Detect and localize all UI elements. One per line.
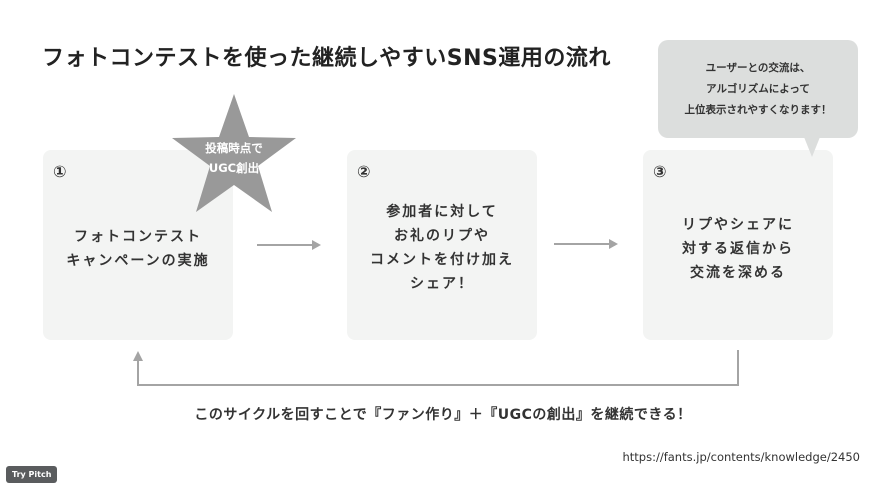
page-title: フォトコンテストを使った継続しやすいSNS運用の流れ [42, 46, 611, 71]
speech-bubble: ユーザーとの交流は、 アルゴリズムによって 上位表示されやすくなります！ [658, 40, 858, 138]
step-text: リプやシェアに 対する返信から 交流を深める [682, 217, 794, 281]
step-number: ② [357, 162, 371, 181]
step-card-3: ③ リプやシェアに 対する返信から 交流を深める [643, 150, 833, 340]
step-number: ③ [653, 162, 667, 181]
star-shape [172, 94, 296, 212]
step-text: フォトコンテスト キャンペーンの実施 [66, 229, 210, 269]
step-text: 参加者に対して お礼のリプや コメントを付け加え シェア！ [370, 204, 514, 292]
speech-bubble-text: ユーザーとの交流は、 アルゴリズムによって 上位表示されやすくなります！ [684, 61, 832, 116]
step-card-1: ① フォトコンテスト キャンペーンの実施 [43, 150, 233, 340]
cycle-caption: このサイクルを回すことで『ファン作り』＋『UGCの創出』を継続できる！ [194, 407, 692, 423]
speech-bubble-tail [804, 137, 820, 157]
source-url[interactable]: https://fants.jp/contents/knowledge/2450 [622, 450, 860, 464]
step-number: ① [53, 162, 67, 181]
arrow-step2-to-step3 [554, 239, 618, 249]
cycle-return-arrow [133, 350, 739, 386]
try-pitch-badge[interactable]: Try Pitch [6, 466, 58, 483]
step-card-2: ② 参加者に対して お礼のリプや コメントを付け加え シェア！ [347, 150, 537, 340]
star-badge-text: 投稿時点で UGC創出 [205, 141, 263, 175]
arrow-step1-to-step2 [257, 240, 321, 250]
star-badge-icon [172, 94, 296, 212]
